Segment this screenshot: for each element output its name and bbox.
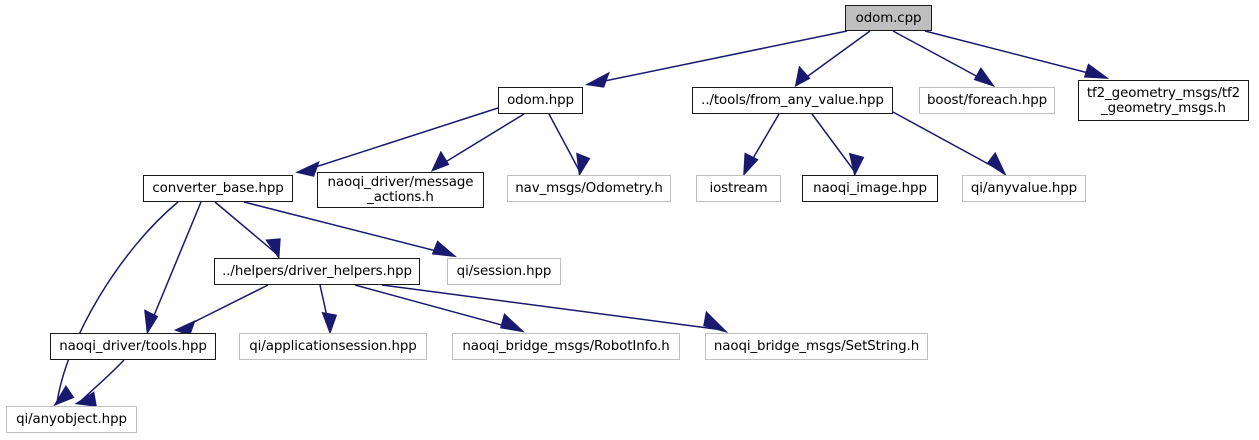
graph-edge [892,111,1007,177]
graph-node-label: ../tools/from_any_value.hpp [701,93,884,108]
graph-node-qi-session-hpp[interactable]: qi/session.hpp [447,258,561,285]
graph-node-label: qi/applicationsession.hpp [249,339,417,354]
graph-node-label: odom.hpp [507,93,574,108]
graph-node-iostream[interactable]: iostream [696,175,781,202]
graph-edge [892,30,996,88]
graph-node-nav-msgs-odometry-h[interactable]: nav_msgs/Odometry.h [507,175,671,202]
edge-arrowhead [430,150,450,172]
graph-node-setstring-h[interactable]: naoqi_bridge_msgs/SetString.h [705,333,928,360]
graph-edge [243,201,457,258]
graph-edge [74,359,125,407]
graph-node-qi-anyobject-hpp[interactable]: qi/anyobject.hpp [6,406,137,433]
edge-arrowhead [986,151,1007,177]
graph-node-label: nav_msgs/Odometry.h [515,181,663,196]
graph-edge [743,113,780,177]
edge-arrowhead [431,240,457,258]
graph-node-label: converter_base.hpp [152,181,284,196]
graph-node-naoqi-image-hpp[interactable]: naoqi_image.hpp [802,175,938,202]
graph-node-label: naoqi_image.hpp [813,181,927,196]
graph-node-message-actions-h[interactable]: naoqi_driver/message _actions.h [317,172,484,208]
edge-arrowhead [265,238,281,260]
graph-edge [430,113,525,172]
graph-node-label: naoqi_driver/message _actions.h [327,175,474,205]
edge-arrowhead [973,67,996,88]
graph-node-boost-foreach-hpp[interactable]: boost/foreach.hpp [919,87,1055,114]
graph-edge [173,284,269,337]
graph-edge [319,284,338,335]
graph-node-label: qi/anyvalue.hpp [970,181,1078,196]
graph-node-label: tf2_geometry_msgs/tf2 _geometry_msgs.h [1086,85,1241,116]
edge-arrowhead [74,391,97,407]
graph-edge [295,107,499,177]
edge-arrowhead [743,152,759,177]
graph-edge [924,30,1110,79]
graph-edge [354,284,525,333]
graph-node-odom-hpp[interactable]: odom.hpp [498,87,583,114]
graph-node-robotinfo-h[interactable]: naoqi_bridge_msgs/RobotInfo.h [452,333,680,360]
graph-node-label: qi/anyobject.hpp [16,412,127,427]
edge-arrowhead [703,310,729,334]
graph-edge [214,201,281,260]
graph-node-label: naoqi_bridge_msgs/RobotInfo.h [462,339,670,354]
graph-node-odom-cpp[interactable]: odom.cpp [845,5,932,31]
graph-node-label: ../helpers/driver_helpers.hpp [222,264,412,279]
edge-arrowhead [321,311,338,335]
graph-edge [811,113,865,177]
edge-arrowhead [584,71,610,88]
edge-arrowhead [499,313,525,333]
graph-node-driver-helpers-hpp[interactable]: ../helpers/driver_helpers.hpp [214,258,420,285]
edge-arrowhead [794,65,811,88]
graph-edge [584,30,848,88]
graph-edge [548,113,591,177]
graph-edge [144,201,202,335]
graph-edge [381,284,729,334]
graph-node-label: iostream [709,181,768,196]
graph-node-tf2-geometry-msgs-h[interactable]: tf2_geometry_msgs/tf2 _geometry_msgs.h [1078,80,1249,121]
graph-node-label: naoqi_driver/tools.hpp [59,339,207,354]
graph-node-label: qi/session.hpp [456,264,552,279]
edge-arrowhead [1083,63,1110,79]
graph-edge [794,30,871,88]
graph-node-converter-base-hpp[interactable]: converter_base.hpp [143,175,293,202]
edge-arrowhead [173,319,196,337]
edge-arrowhead [848,152,865,177]
edge-arrowhead [295,160,320,177]
graph-node-label: naoqi_bridge_msgs/SetString.h [713,339,920,354]
graph-node-label: odom.cpp [855,10,922,26]
graph-node-qi-anyvalue-hpp[interactable]: qi/anyvalue.hpp [962,175,1086,202]
graph-node-qi-applicationsession-hpp[interactable]: qi/applicationsession.hpp [239,333,427,360]
edge-arrowhead [144,309,159,335]
graph-node-naoqi-driver-tools-hpp[interactable]: naoqi_driver/tools.hpp [50,333,216,360]
edge-arrowhead [53,385,75,407]
graph-edge [53,201,179,407]
graph-node-label: boost/foreach.hpp [926,93,1048,108]
graph-node-from-any-value-hpp[interactable]: ../tools/from_any_value.hpp [692,87,893,114]
edge-arrowhead [576,152,591,177]
